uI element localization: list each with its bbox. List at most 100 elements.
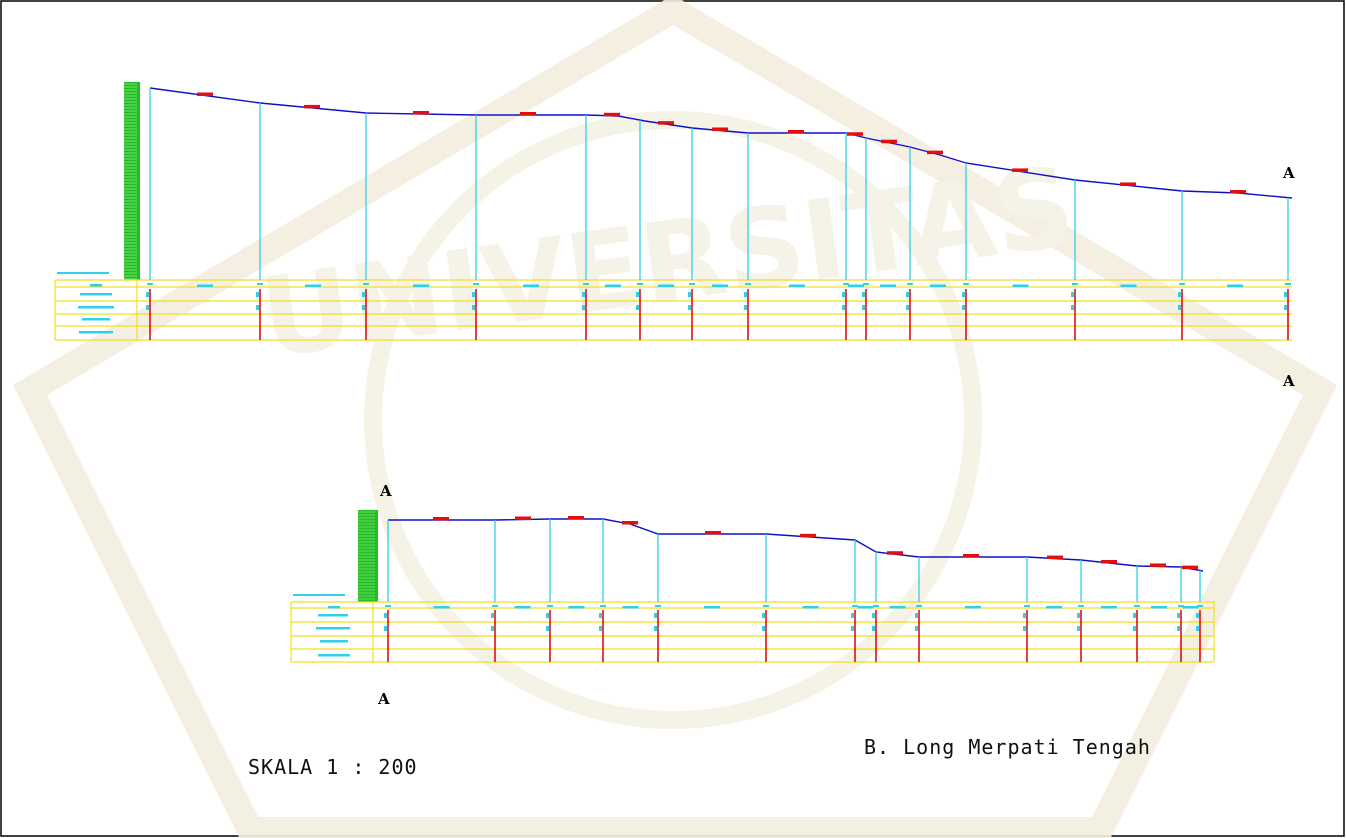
table-header-label [316, 627, 350, 630]
station [1177, 567, 1199, 662]
station-value-mark [744, 292, 747, 297]
station-value-mark [915, 613, 918, 618]
elevation-tag [413, 111, 429, 115]
distance-label [1012, 284, 1029, 287]
station-value-mark [1023, 613, 1026, 618]
station-value-mark [1133, 613, 1136, 618]
elevation-tag [712, 127, 728, 131]
table-header-label [80, 293, 112, 296]
station-value-mark [546, 613, 549, 618]
table-header-label [78, 306, 114, 309]
distance-label [1120, 284, 1137, 287]
profile-data-table [54, 272, 1292, 341]
station [842, 133, 864, 340]
station-value-mark [962, 305, 965, 310]
station-value-mark [472, 305, 475, 310]
elevation-tag [800, 533, 816, 538]
station-label [547, 605, 553, 607]
station-value-mark [636, 305, 639, 310]
distance-label [413, 284, 429, 287]
distance-label [514, 606, 531, 609]
elevation-tag [433, 517, 449, 521]
distance-label [789, 284, 805, 287]
station-value-mark [384, 613, 387, 618]
station-value-mark [582, 305, 585, 310]
station-label [655, 605, 661, 607]
elevation-tag [705, 531, 721, 535]
station-value-mark [256, 292, 259, 297]
station-value-mark [654, 613, 657, 618]
elevation-tag [304, 104, 320, 109]
elevation-tag [963, 554, 979, 558]
station-label [1134, 605, 1140, 607]
station-value-mark [842, 292, 845, 297]
distance-label [622, 606, 639, 609]
station-label [1078, 605, 1084, 607]
elevation-tag [881, 139, 897, 144]
station-label [1072, 283, 1078, 285]
station-value-mark [1196, 626, 1199, 631]
distance-label [1151, 606, 1167, 609]
table-header-label [318, 654, 350, 657]
station-value-mark [851, 613, 854, 618]
station-label [385, 605, 391, 607]
station [1023, 557, 1062, 662]
station-label [873, 605, 879, 607]
station-value-mark [851, 626, 854, 631]
elevation-tag [1120, 182, 1136, 186]
station-label [907, 283, 913, 285]
station-label [843, 283, 849, 285]
station-label [1285, 283, 1291, 285]
station-value-mark [688, 292, 691, 297]
table-header-label [320, 640, 348, 643]
station-value-mark [491, 626, 494, 631]
station [256, 103, 321, 340]
station-value-mark [256, 305, 259, 310]
station-value-mark [688, 305, 691, 310]
distance-label [305, 284, 321, 287]
station [582, 115, 621, 340]
station-value-mark [862, 292, 865, 297]
table-header-label [79, 331, 113, 334]
elevation-tag [1101, 560, 1117, 564]
station-value-mark [862, 305, 865, 310]
station-value-mark [1177, 626, 1180, 631]
distance-label [658, 284, 674, 287]
station-value-mark [1177, 613, 1180, 618]
elevation-tag [568, 516, 584, 520]
elevation-tag [622, 521, 638, 525]
station-value-mark [599, 626, 602, 631]
station-label [1197, 605, 1203, 607]
elevation-tag [197, 92, 213, 96]
elevation-tag [1047, 555, 1063, 560]
station-label [257, 283, 263, 285]
station [362, 113, 429, 340]
station-label [852, 605, 858, 607]
station [546, 519, 585, 662]
section-mark-a-bottom-upper: A [379, 482, 392, 500]
station-value-mark [906, 305, 909, 310]
distance-label [605, 284, 621, 287]
station-label [583, 283, 589, 285]
station [636, 120, 674, 340]
station-label [763, 605, 769, 607]
distance-label [197, 284, 213, 287]
station-label [1178, 605, 1184, 607]
elevation-tag [927, 150, 943, 155]
station-value-mark [472, 292, 475, 297]
watermark: UNIVERSITAS [12, 0, 1338, 838]
station [146, 88, 213, 340]
distance-label [1101, 606, 1117, 609]
station-label [637, 283, 643, 285]
elevation-tag [520, 112, 536, 116]
station-value-mark [582, 292, 585, 297]
elevation-tag [847, 132, 863, 136]
distance-label [433, 606, 450, 609]
station-value-mark [872, 613, 875, 618]
elevation-tag [604, 112, 620, 117]
distance-label [1046, 606, 1062, 609]
elevation-tag [1150, 563, 1166, 567]
station-value-mark [1178, 305, 1181, 310]
distance-label [712, 284, 728, 287]
station-value-mark [546, 626, 549, 631]
